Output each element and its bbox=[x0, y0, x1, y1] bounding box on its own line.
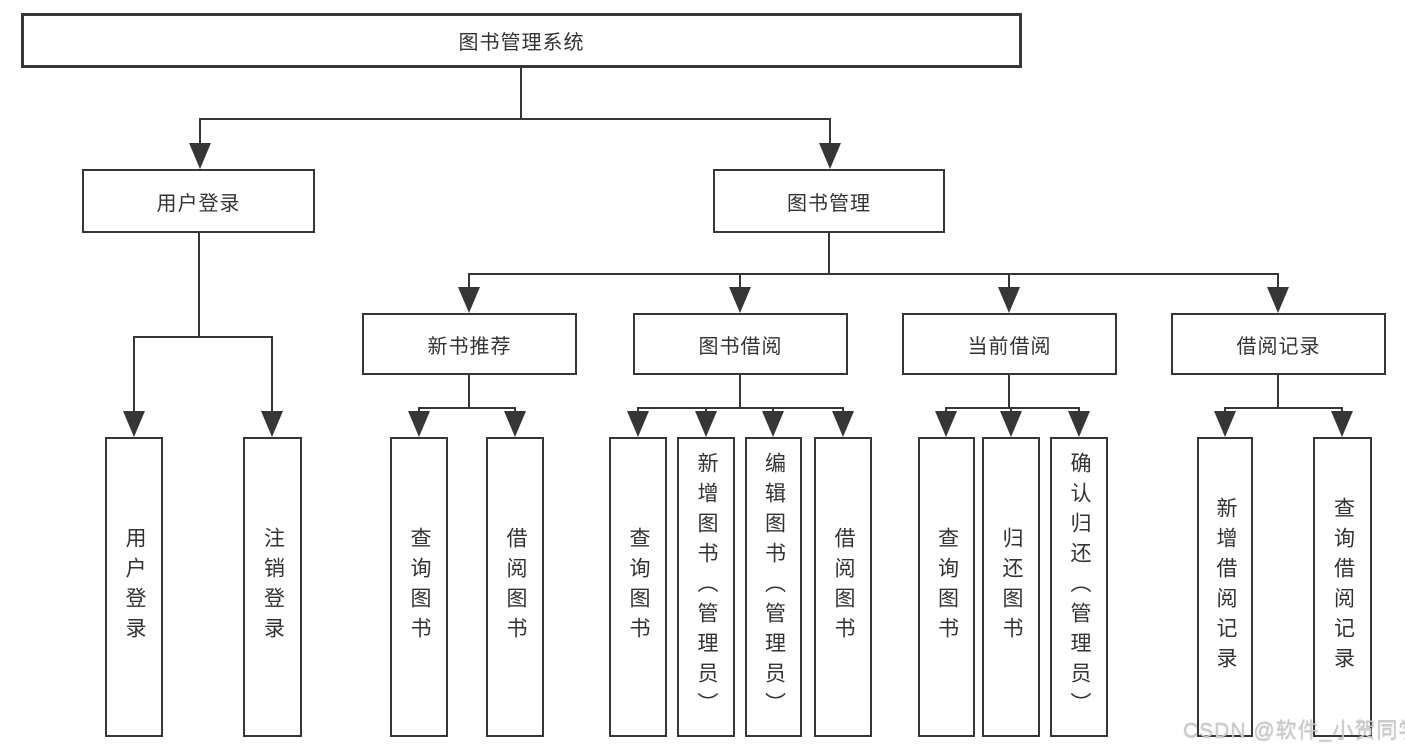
arrowhead-user-login-leaf bbox=[123, 411, 145, 437]
leaf-borrow-borrow-books: 借阅图书 bbox=[814, 437, 872, 737]
connector-ul-to-logout bbox=[271, 336, 273, 414]
connector-bm-to-recommend bbox=[468, 273, 470, 290]
arrowhead-add-record bbox=[1214, 411, 1236, 437]
leaf-label: 查询图书 bbox=[627, 527, 650, 647]
connector-root-to-user-login bbox=[199, 118, 201, 146]
leaf-confirm-return-admin: 确认归还（管理员） bbox=[1050, 437, 1108, 737]
connector-current-bar bbox=[945, 407, 1080, 409]
leaf-recommend-borrow-books: 借阅图书 bbox=[486, 437, 544, 737]
connector-root-to-book-management bbox=[829, 118, 831, 146]
connector-current-stem bbox=[1008, 375, 1010, 407]
leaf-borrow-query-books: 查询图书 bbox=[609, 437, 667, 737]
node-root: 图书管理系统 bbox=[21, 13, 1022, 68]
leaf-query-borrow-record: 查询借阅记录 bbox=[1313, 437, 1372, 737]
connector-bm-to-borrow bbox=[739, 273, 741, 290]
leaf-label: 用户登录 bbox=[123, 527, 146, 647]
leaf-label: 借阅图书 bbox=[832, 527, 855, 647]
connector-bm-to-current bbox=[1008, 273, 1010, 290]
leaf-current-query-books: 查询图书 bbox=[918, 437, 975, 737]
node-new-book-recommend: 新书推荐 bbox=[362, 313, 577, 375]
connector-ul-to-login bbox=[133, 336, 135, 414]
leaf-label: 新增图书（管理员） bbox=[695, 452, 718, 722]
arrowhead-book-management bbox=[819, 143, 841, 169]
leaf-recommend-query-books: 查询图书 bbox=[390, 437, 448, 737]
connector-bm-bar bbox=[468, 273, 1279, 275]
arrowhead-current-query bbox=[935, 411, 957, 437]
arrowhead-confirm-return bbox=[1068, 411, 1090, 437]
arrowhead-query-record bbox=[1331, 411, 1353, 437]
csdn-watermark: CSDN @软件_小贺同学 bbox=[1183, 719, 1405, 742]
arrowhead-borrow-books bbox=[832, 411, 854, 437]
connector-recommend-stem bbox=[468, 375, 470, 407]
arrowhead-user-login bbox=[189, 143, 211, 169]
leaf-add-borrow-record: 新增借阅记录 bbox=[1197, 437, 1253, 737]
leaf-edit-books-admin: 编辑图书（管理员） bbox=[745, 437, 802, 737]
leaf-user-login: 用户登录 bbox=[105, 437, 163, 737]
node-user-login: 用户登录 bbox=[82, 169, 315, 233]
arrowhead-logout bbox=[261, 411, 283, 437]
arrowhead-borrow-records bbox=[1267, 287, 1289, 313]
leaf-label: 查询图书 bbox=[408, 527, 431, 647]
node-book-borrow: 图书借阅 bbox=[633, 313, 848, 375]
leaf-label: 编辑图书（管理员） bbox=[762, 452, 786, 722]
connector-ul-stem bbox=[198, 233, 200, 336]
arrowhead-new-book-recommend bbox=[458, 287, 480, 313]
connector-root-stem bbox=[520, 68, 522, 118]
leaf-label: 查询图书 bbox=[935, 527, 959, 647]
connector-root-bar bbox=[199, 118, 831, 120]
connector-ul-bar bbox=[133, 336, 273, 338]
arrowhead-add-books bbox=[695, 411, 717, 437]
connector-recommend-bar bbox=[418, 407, 516, 409]
arrowhead-current-borrow bbox=[998, 287, 1020, 313]
arrowhead-recommend-query bbox=[408, 411, 430, 437]
leaf-label: 确认归还（管理员） bbox=[1068, 452, 1091, 722]
leaf-add-books-admin: 新增图书（管理员） bbox=[677, 437, 735, 737]
leaf-label: 查询借阅记录 bbox=[1331, 497, 1355, 677]
node-borrow-records: 借阅记录 bbox=[1171, 313, 1386, 375]
connector-borrow-bar bbox=[637, 407, 844, 409]
connector-records-stem bbox=[1277, 375, 1279, 407]
leaf-logout: 注销登录 bbox=[243, 437, 302, 737]
node-current-borrow: 当前借阅 bbox=[902, 313, 1117, 375]
connector-borrow-stem bbox=[739, 375, 741, 407]
node-book-management: 图书管理 bbox=[713, 169, 945, 233]
connector-records-bar bbox=[1224, 407, 1343, 409]
arrowhead-edit-books bbox=[762, 411, 784, 437]
arrowhead-book-borrow bbox=[729, 287, 751, 313]
arrowhead-return-books bbox=[1000, 411, 1022, 437]
connector-bm-stem bbox=[828, 233, 830, 273]
connector-bm-to-records bbox=[1277, 273, 1279, 290]
leaf-label: 新增借阅记录 bbox=[1214, 497, 1237, 677]
leaf-return-books: 归还图书 bbox=[982, 437, 1040, 737]
arrowhead-recommend-borrow bbox=[504, 411, 526, 437]
leaf-label: 借阅图书 bbox=[504, 527, 527, 647]
leaf-label: 注销登录 bbox=[261, 527, 285, 647]
leaf-label: 归还图书 bbox=[1000, 527, 1023, 647]
arrowhead-borrow-query bbox=[627, 411, 649, 437]
